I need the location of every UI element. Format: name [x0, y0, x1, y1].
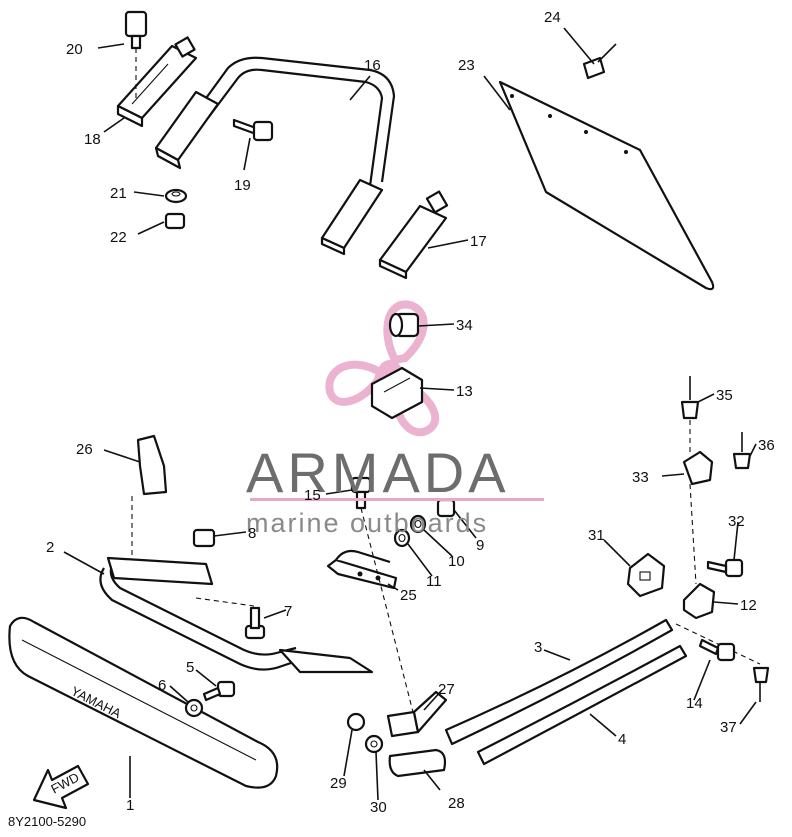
part-37-rivet [752, 666, 770, 702]
part-label-2: 2 [46, 539, 54, 556]
part-3-rail [444, 618, 674, 746]
part-14-bolt [698, 638, 736, 662]
part-8-nut [192, 528, 216, 548]
part-29-screw [346, 712, 366, 732]
part-28-cap [388, 748, 447, 778]
part-36-rivet [732, 432, 752, 470]
part-label-20: 20 [66, 41, 83, 58]
part-22-nut [164, 212, 186, 230]
part-13-clamp [370, 366, 424, 420]
part-11-washer [393, 528, 411, 548]
part-label-23: 23 [458, 57, 475, 74]
part-label-13: 13 [456, 383, 473, 400]
part-18-bracket [116, 36, 198, 128]
part-26-bracket [131, 434, 168, 560]
part-25-clamp [326, 549, 398, 590]
part-19-bolt [232, 118, 274, 142]
part-label-6: 6 [158, 677, 166, 694]
part-label-18: 18 [84, 131, 101, 148]
part-16-handle-bar [154, 56, 396, 256]
part-label-19: 19 [234, 177, 251, 194]
fwd-arrow-icon: FWD [32, 764, 90, 810]
part-label-26: 26 [76, 441, 93, 458]
part-7-bolt [195, 597, 266, 640]
part-label-1: 1 [126, 797, 134, 814]
part-label-34: 34 [456, 317, 473, 334]
part-label-30: 30 [370, 799, 387, 816]
part-20-bolt [124, 10, 148, 98]
part-30-washer [364, 734, 384, 754]
part-label-27: 27 [438, 681, 455, 698]
leader-lines [63, 27, 757, 801]
part-label-12: 12 [740, 597, 757, 614]
part-label-32: 32 [728, 513, 745, 530]
watermark: ARMADA marine outboards [246, 441, 544, 538]
part-label-24: 24 [544, 9, 561, 26]
part-34-bushing [388, 312, 420, 338]
part-label-35: 35 [716, 387, 733, 404]
part-label-25: 25 [400, 587, 417, 604]
diagram-code: 8Y2100-5290 [8, 814, 86, 829]
part-5-bolt [202, 680, 236, 702]
part-label-17: 17 [470, 233, 487, 250]
part-4-rail [476, 644, 688, 766]
part-label-37: 37 [720, 719, 737, 736]
part-label-10: 10 [448, 553, 465, 570]
watermark-underline [250, 498, 544, 501]
part-label-16: 16 [364, 57, 381, 74]
part-label-33: 33 [632, 469, 649, 486]
part-label-7: 7 [284, 603, 292, 620]
part-32-bolt [706, 558, 744, 578]
part-35-rivet [680, 376, 700, 452]
part-label-14: 14 [686, 695, 703, 712]
part-label-31: 31 [588, 527, 605, 544]
part-label-9: 9 [476, 537, 484, 554]
watermark-brand: ARMADA [246, 441, 510, 504]
part-label-11: 11 [426, 573, 442, 590]
part-6-washer [184, 698, 204, 718]
part-label-4: 4 [618, 731, 626, 748]
part-label-8: 8 [248, 525, 256, 542]
watermark-tagline: marine outboards [246, 508, 488, 538]
part-label-29: 29 [330, 775, 347, 792]
part-17-bracket [378, 190, 449, 280]
part-label-36: 36 [758, 437, 775, 454]
part-33-clip [682, 450, 714, 585]
part-label-28: 28 [448, 795, 465, 812]
part-label-15: 15 [304, 487, 321, 504]
part-10-washer [409, 514, 427, 534]
part-labels: 20 18 19 21 22 16 17 23 24 34 13 26 15 8… [46, 9, 775, 816]
part-2-frame [99, 556, 374, 674]
part-label-21: 21 [110, 185, 127, 202]
part-23-plate [498, 80, 715, 291]
part-label-3: 3 [534, 639, 542, 656]
part-21-washer [164, 188, 188, 204]
part-label-22: 22 [110, 229, 127, 246]
part-label-5: 5 [186, 659, 194, 676]
part-27-clip [386, 690, 448, 738]
part-24-rivet [582, 43, 617, 80]
part-31-bracket [626, 552, 666, 598]
